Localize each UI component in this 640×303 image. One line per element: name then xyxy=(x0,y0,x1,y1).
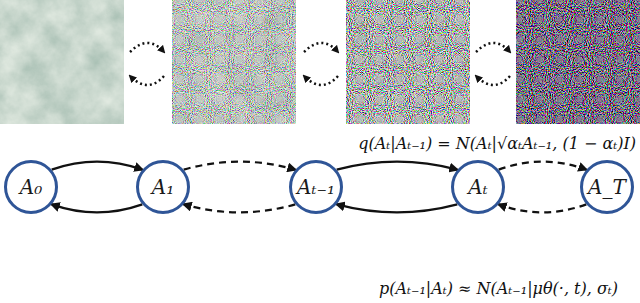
transition-arrow xyxy=(499,162,587,170)
transition-arrow xyxy=(52,204,143,212)
state-circle: A₁ xyxy=(136,160,190,214)
state-circle: A_T xyxy=(580,160,634,214)
noisy-image xyxy=(346,0,470,124)
state-circle: Aₜ₋₁ xyxy=(289,160,343,214)
state-label: A_T xyxy=(588,175,626,199)
state-label: A₁ xyxy=(152,175,174,199)
transition-arrow xyxy=(337,162,458,170)
transition-arrow xyxy=(52,162,143,170)
equation-label: p(Aₜ₋₁|Aₜ) ≈ N(Aₜ₋₁|μθ(·, t), σₜ) xyxy=(379,279,618,298)
texture-image xyxy=(0,0,124,124)
state-label: Aₜ xyxy=(468,175,487,199)
transition-arrow xyxy=(184,162,296,170)
transition-arrow xyxy=(184,204,296,212)
equation-label: q(Aₜ|Aₜ₋₁) = N(Aₜ|√αₜAₜ₋₁, (1 − αₜ)I) xyxy=(358,134,636,153)
transition-arrow xyxy=(337,204,458,212)
transition-arrow xyxy=(499,204,587,212)
state-label: A₀ xyxy=(20,175,42,199)
noise-image xyxy=(516,0,640,124)
state-label: Aₜ₋₁ xyxy=(297,175,335,199)
dotted-arrows xyxy=(130,43,510,85)
state-circle: A₀ xyxy=(4,160,58,214)
noisy-image xyxy=(172,0,296,124)
state-circle: Aₜ xyxy=(451,160,505,214)
